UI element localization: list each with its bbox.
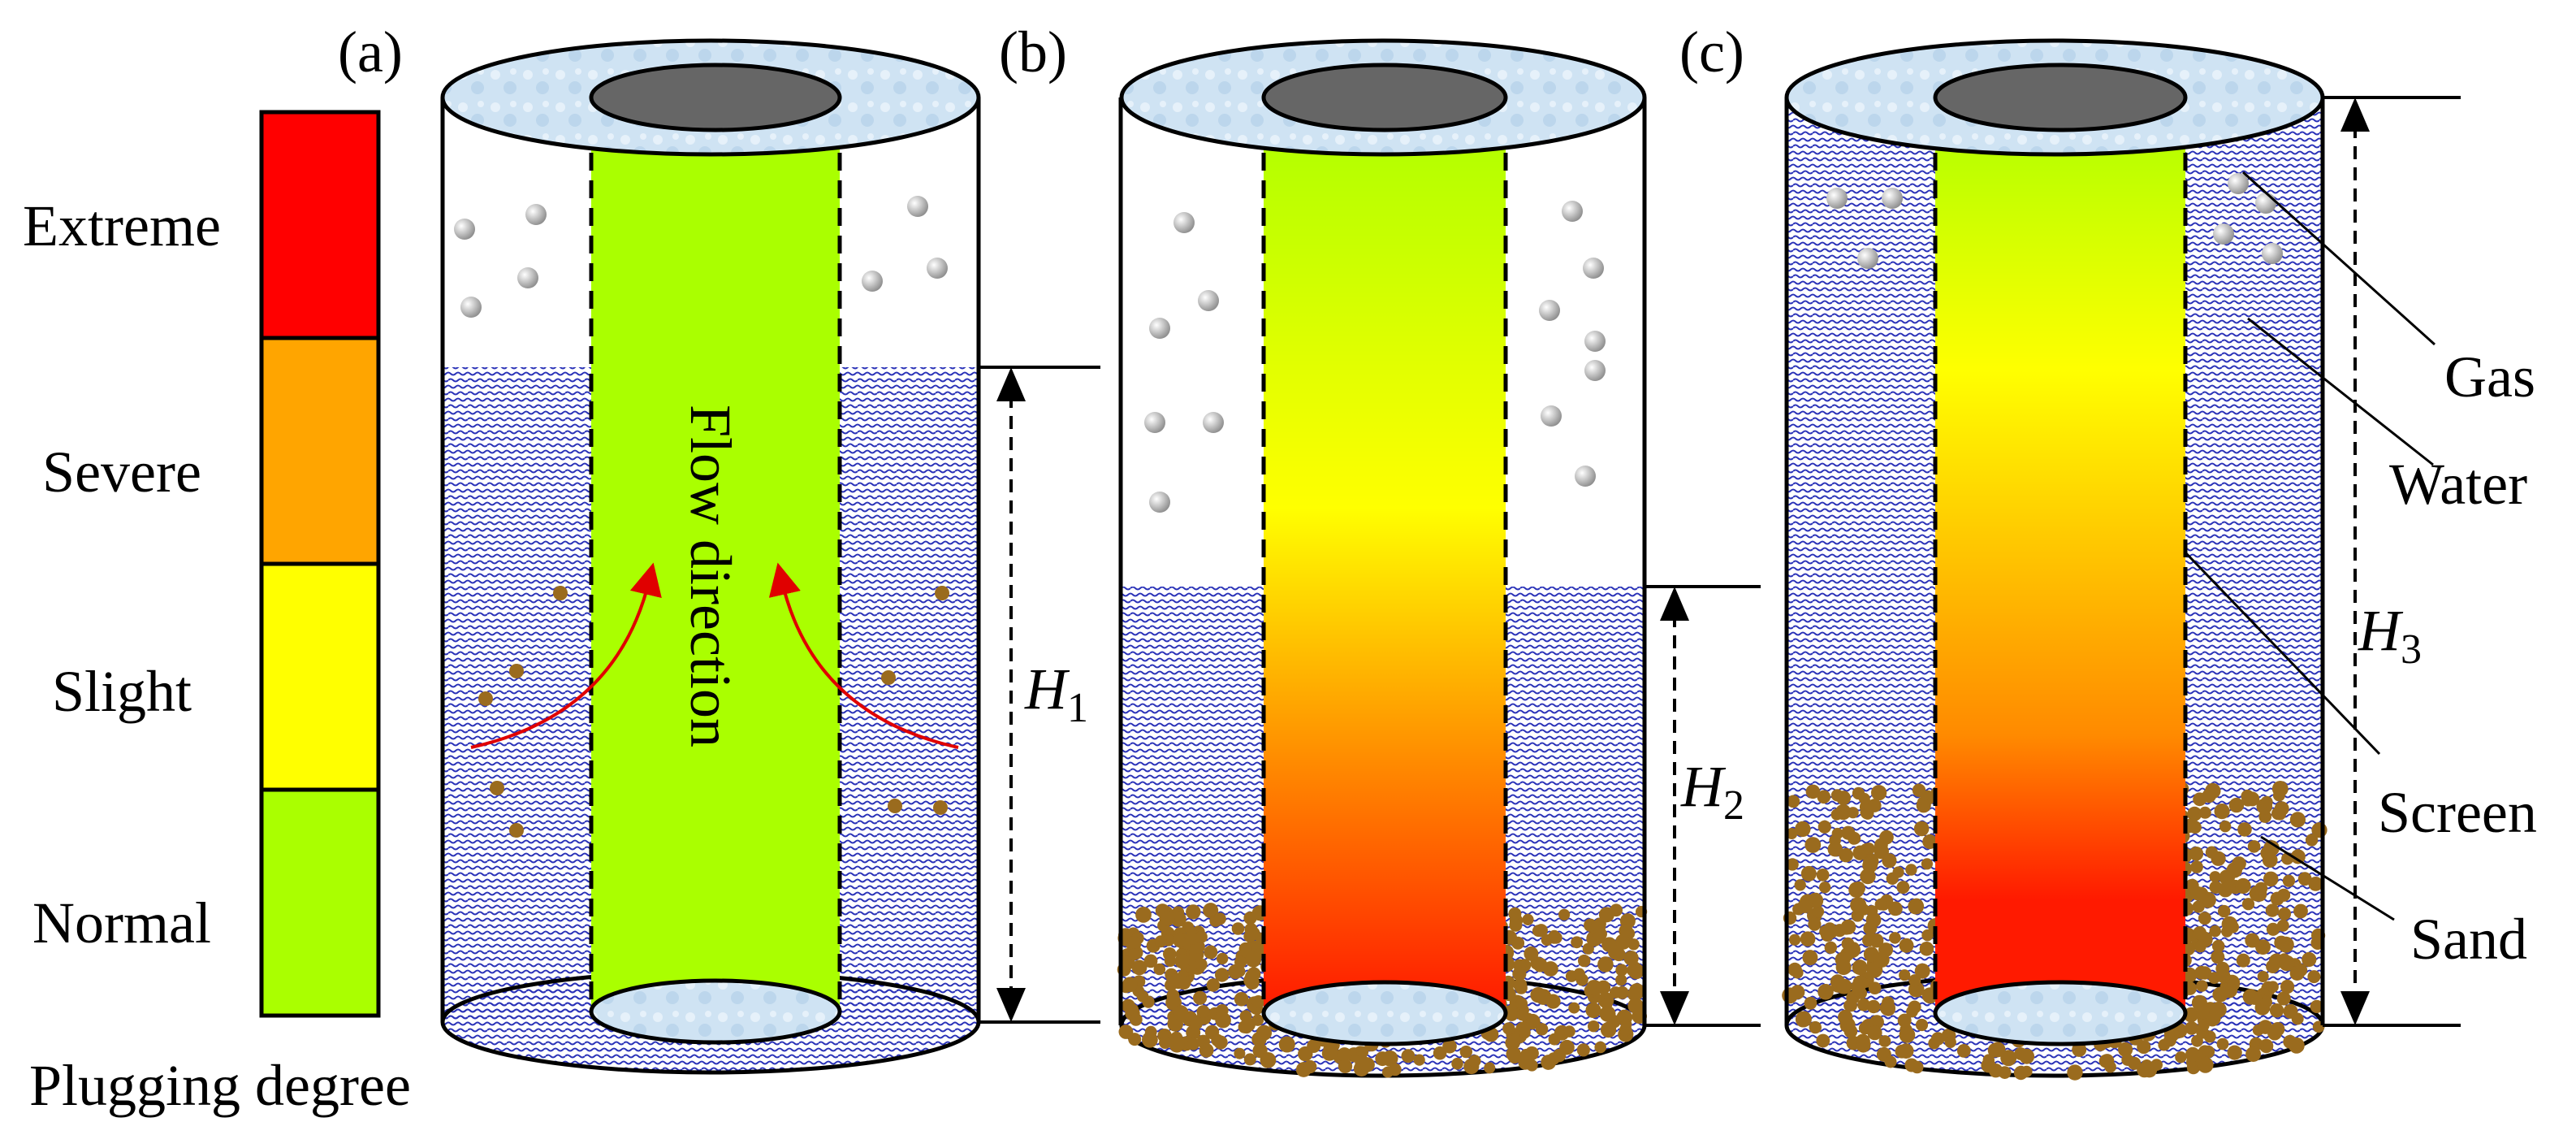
screen bbox=[591, 97, 840, 1007]
legend-label-normal: Normal bbox=[32, 890, 211, 955]
flow-arrow-right bbox=[768, 562, 959, 749]
panel-b: (b) H bbox=[999, 19, 1761, 1078]
legend-swatch-slight bbox=[259, 561, 381, 792]
screen bbox=[1935, 97, 2185, 1009]
gas-bubbles bbox=[1144, 201, 1606, 513]
legend-swatch-severe bbox=[259, 336, 381, 566]
screen-top-opening bbox=[1261, 63, 1508, 132]
legend-label-extreme: Extreme bbox=[23, 193, 221, 258]
height-label-h2: H2 bbox=[1680, 754, 1744, 829]
legend-label-slight: Slight bbox=[52, 659, 192, 724]
flow-direction-label: Flow direction bbox=[678, 405, 743, 747]
plugging-degree-legend: Extreme Severe Slight Normal Plugging de… bbox=[23, 110, 411, 1118]
legend-label-severe: Severe bbox=[42, 440, 201, 505]
panel-a: (a) bbox=[338, 19, 1100, 1075]
height-label-h3: H3 bbox=[2358, 598, 2422, 673]
screen-top-opening bbox=[589, 63, 842, 132]
screen-bottom-opening bbox=[589, 978, 842, 1045]
screen-bottom-opening bbox=[1933, 980, 2188, 1046]
callout-screen: Screen bbox=[2378, 780, 2537, 845]
panel-c: (c) Gas Water Screen Sand bbox=[1679, 19, 2537, 1081]
legend-swatch-extreme bbox=[259, 110, 381, 340]
callout-gas: Gas bbox=[2444, 344, 2535, 409]
callout-leaders bbox=[2184, 171, 2436, 921]
height-label-h1: H1 bbox=[1024, 656, 1088, 731]
flow-arrow-left bbox=[470, 562, 662, 749]
sand-particles bbox=[478, 586, 949, 838]
screen bbox=[1264, 97, 1506, 1009]
gas-bubbles bbox=[454, 196, 948, 318]
legend-swatch-normal bbox=[259, 787, 381, 1018]
callout-water: Water bbox=[2389, 452, 2527, 517]
callout-sand: Sand bbox=[2410, 907, 2527, 972]
gas-bubbles bbox=[1826, 173, 2283, 269]
panel-b-label: (b) bbox=[999, 19, 1067, 84]
panel-c-label: (c) bbox=[1679, 19, 1744, 84]
screen-bottom-opening bbox=[1261, 980, 1508, 1046]
legend-title: Plugging degree bbox=[29, 1053, 411, 1118]
screen-top-opening bbox=[1933, 63, 2188, 132]
panel-a-label: (a) bbox=[338, 19, 403, 84]
